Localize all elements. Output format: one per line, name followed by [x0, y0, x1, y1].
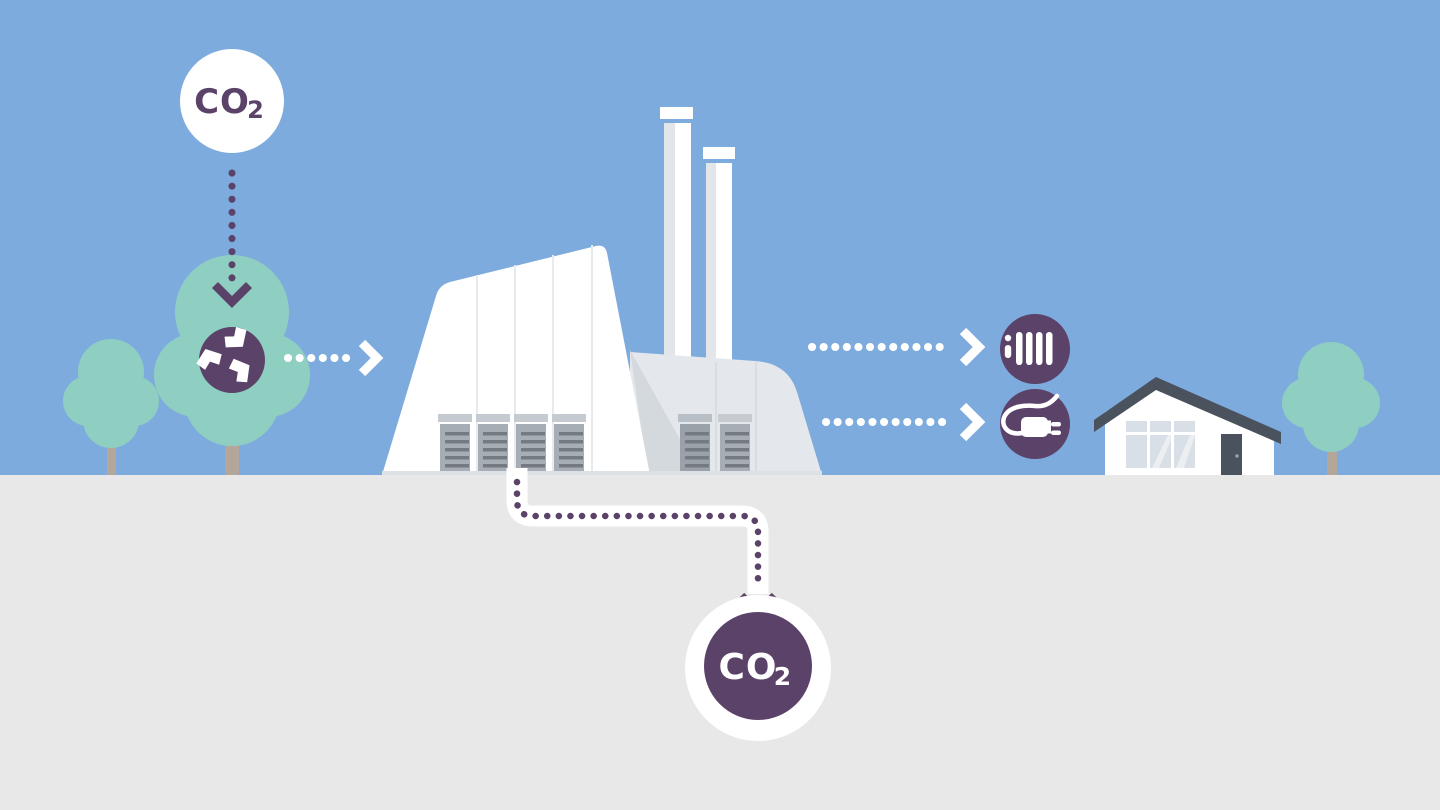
arrow-plant-to-electricity — [822, 402, 986, 442]
pipe-dots — [513, 478, 762, 592]
arrow-co2-to-tree — [211, 169, 253, 309]
plant-door — [476, 414, 510, 475]
source-circle — [180, 49, 284, 153]
wood-chips-icon — [196, 326, 250, 383]
radiator-icon — [1004, 332, 1053, 365]
arrow-plant-to-heating — [808, 327, 986, 367]
house-windows — [1122, 418, 1199, 471]
tree-canopy — [1282, 342, 1380, 452]
arrow-biomass-to-plant — [284, 339, 384, 377]
co2-storage-label: CO — [718, 647, 777, 688]
biomass-circle — [199, 327, 265, 393]
chimney-tall — [660, 107, 693, 363]
plant-main-hall — [382, 245, 650, 475]
house-roof — [1094, 377, 1281, 444]
plant-door — [718, 414, 752, 475]
co2-storage-sub: 2 — [774, 662, 792, 691]
co2-storage-badge: CO 2 — [685, 595, 831, 741]
chimney-short — [703, 147, 735, 368]
storage-circle — [704, 612, 812, 720]
plant-base-strip — [382, 471, 822, 475]
arrow-right-icon — [358, 339, 384, 377]
plant-door — [678, 414, 712, 475]
co2-source-badge: CO 2 — [180, 49, 284, 153]
plug-icon — [1001, 393, 1061, 437]
biomass-badge — [196, 326, 265, 393]
tree-canopy — [63, 339, 159, 448]
small-tree-left — [63, 339, 159, 476]
small-tree-right — [1282, 342, 1380, 476]
tree-trunk — [107, 430, 116, 476]
power-plant — [382, 107, 822, 475]
electricity-badge — [1000, 389, 1070, 459]
doorknob — [1235, 454, 1239, 458]
plant-door — [552, 414, 586, 475]
plant-door — [514, 414, 548, 475]
arrow-right-icon — [959, 327, 986, 367]
arrow-right-icon — [959, 402, 986, 442]
co2-source-label: CO — [194, 82, 250, 122]
house-door — [1221, 434, 1242, 475]
panel-lines — [476, 245, 593, 471]
co2-source-sub: 2 — [247, 96, 265, 124]
heating-badge — [1000, 314, 1070, 384]
heating-circle — [1000, 314, 1070, 384]
plant-rear-hall — [630, 350, 822, 475]
tree-trunk — [1327, 430, 1337, 476]
house — [1094, 377, 1281, 475]
arrow-down-icon — [211, 281, 253, 309]
plant-door — [438, 414, 472, 475]
